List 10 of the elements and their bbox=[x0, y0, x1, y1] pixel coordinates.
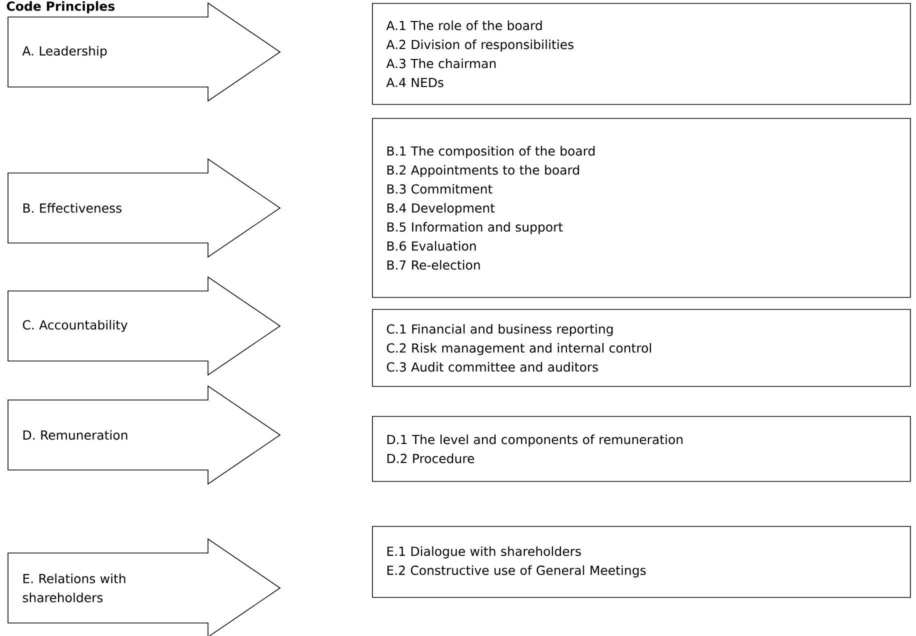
list-box: B.1 The composition of the board B.2 Appointments to the board B.3 Commitment B.4 Development B.5 Information and support B.6 Evaluation B.7 Re-election bbox=[372, 118, 911, 298]
heading-tag: B. Effectiveness bbox=[8, 158, 281, 258]
list-box: A.1 The role of the board A.2 Division of responsibilities A.3 The chairman A.4 NEDs bbox=[372, 3, 911, 105]
list-box: C.1 Financial and business reporting C.2 Risk management and internal control C.3 Audit committee and auditors bbox=[372, 309, 911, 387]
list-box: E.1 Dialogue with shareholders E.2 Constructive use of General Meetings bbox=[372, 526, 911, 598]
heading-tag: D. Remuneration bbox=[8, 385, 281, 485]
title: Code Principles bbox=[6, 1, 115, 14]
list-box: D.1 The level and components of remuneration D.2 Procedure bbox=[372, 416, 911, 482]
heading-tag: E. Relations with shareholders bbox=[8, 538, 281, 636]
heading-tag: C. Accountability bbox=[8, 276, 281, 376]
